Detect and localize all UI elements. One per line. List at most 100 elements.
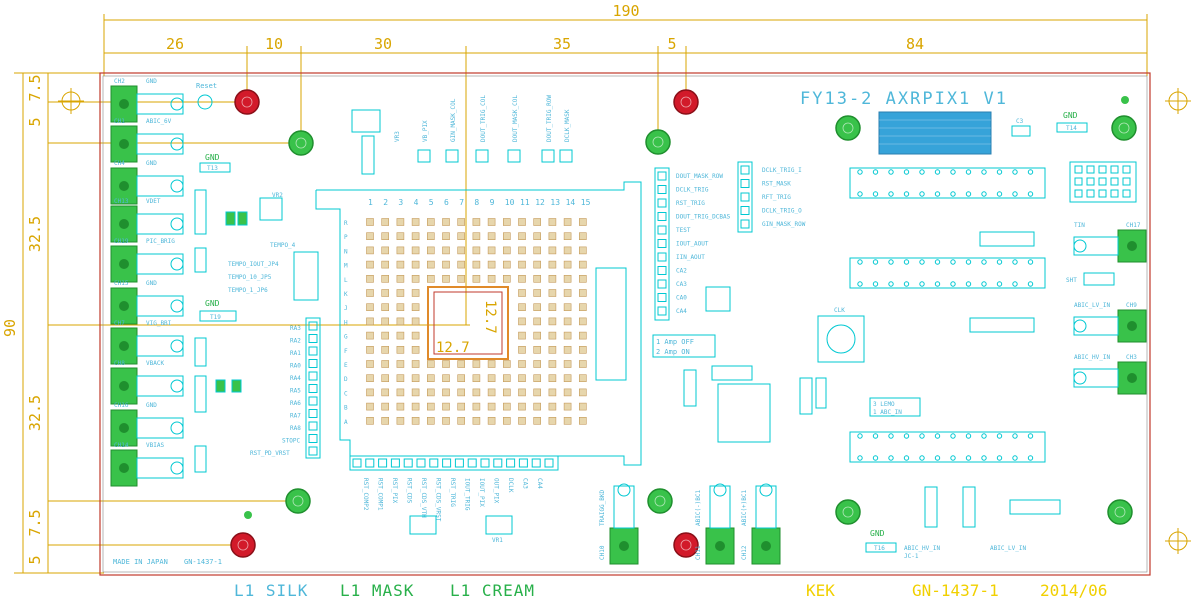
grid-pad (457, 388, 466, 397)
ra-pin (308, 409, 318, 418)
grid-pad (381, 374, 390, 383)
left-connector-ch: CH14 (114, 442, 129, 449)
grid-pad (502, 260, 511, 269)
grid-pad (487, 360, 496, 368)
ra-label: RA5 (290, 388, 301, 395)
grid-row-label: B (344, 405, 348, 412)
fiducial-dot (244, 511, 252, 519)
grid-pad (502, 374, 511, 383)
grid-row-label: J (344, 305, 348, 312)
dip-pin (888, 433, 894, 439)
dip-pin (888, 455, 894, 461)
left-connector-ch: CH19 (114, 238, 129, 245)
bottom-signal-label: OUT_PIX (493, 478, 500, 504)
grid-pad (381, 317, 390, 326)
grid-pad (548, 331, 557, 340)
grid-pad (518, 218, 526, 226)
dip-pin (903, 281, 910, 287)
bottom-connector-signal: ABIC(-)BC1 (695, 489, 702, 526)
grid-pad (548, 218, 557, 226)
dip-socket-bottom (849, 431, 1046, 463)
grid-pad (548, 260, 557, 269)
grid-column-label: 6 (444, 198, 449, 207)
grid-pad (426, 260, 435, 269)
blue-component-block (878, 111, 992, 155)
vr2-trimmer-bottom (409, 515, 437, 535)
grid-pad (411, 416, 420, 425)
grid-pad (411, 274, 420, 283)
dip-pin (1027, 169, 1034, 175)
clk-oscillator-center (826, 324, 856, 354)
grid-pad (457, 232, 466, 240)
left-connector-signal: PIC_BRIG (146, 238, 175, 245)
amp-option-off: 1 Amp OFF (656, 338, 694, 346)
left-connector-body (136, 375, 184, 397)
matrix-pad (1110, 189, 1119, 198)
dim-top-seg-2: 10 (265, 35, 283, 53)
ra-pin (308, 334, 318, 343)
grid-pad (442, 374, 450, 383)
grid-pad (487, 218, 496, 226)
grid-pad (442, 360, 450, 368)
grid-pad (518, 402, 526, 411)
bottom-connector-ch: CH12 (741, 545, 748, 560)
dip-pin (950, 455, 956, 461)
ra-pin (308, 396, 318, 406)
test-point-t14 (1056, 122, 1088, 133)
right-signal-label: DCLK_TRIG_O (762, 208, 802, 215)
dip-pin (872, 169, 879, 175)
dim-top-seg-1: 26 (166, 35, 184, 53)
grid-column-label: 7 (459, 198, 464, 207)
ra-label: RA4 (290, 375, 301, 382)
grid-pad (457, 416, 466, 425)
pin-matrix-pads (1074, 165, 1131, 198)
matrix-pad (1110, 165, 1119, 174)
grid-pad (533, 317, 542, 326)
grid-pad (578, 360, 587, 368)
grid-pad (533, 260, 542, 269)
dip-pin (934, 281, 941, 287)
grid-row-label: H (344, 319, 348, 326)
left-connector-post (170, 379, 184, 393)
ra-label: RA1 (290, 350, 301, 357)
dip-pin (919, 191, 925, 197)
grid-pad (411, 232, 420, 240)
grid-pad (442, 218, 450, 226)
bottom-connector-hole (715, 541, 725, 551)
vr3-pins (361, 135, 375, 175)
left-connector-signal: GND (146, 160, 157, 167)
tempo-label: TEMPO_IOUT_JP4 (228, 261, 279, 268)
grid-pad (563, 374, 572, 383)
dip-pin (981, 281, 987, 287)
dip-pin (903, 259, 910, 265)
dip-pin (1012, 281, 1018, 287)
bottom-header-pins (352, 458, 554, 468)
grid-pad (396, 289, 405, 297)
top-signal-pad (475, 149, 489, 163)
bottom-header-pin (493, 458, 503, 468)
left-connector-signal: VDET (146, 198, 161, 205)
right-signal-label: RFT_TRIG (762, 194, 791, 201)
matrix-pad (1122, 189, 1131, 198)
grid-column-label: 4 (414, 198, 419, 207)
vertical-jumper-b (799, 377, 813, 415)
test-point-t13-label: T13 (207, 165, 218, 172)
left-connector-body (136, 93, 184, 115)
grid-pad (411, 289, 420, 297)
grid-pad (563, 274, 572, 283)
right-signal-pin (740, 206, 750, 215)
grid-pad (533, 303, 542, 312)
grid-pad (396, 345, 405, 354)
mid-signal-label: DOUT_TRIG_DCBAS (676, 214, 731, 221)
left-connector-signal: GND (146, 402, 157, 409)
grid-pad (518, 303, 526, 312)
grid-pad (533, 232, 542, 240)
grid-pad (518, 345, 526, 354)
grid-pad (366, 260, 374, 269)
top-signal-label: VB_PIX (422, 120, 429, 142)
dip-pin (1012, 433, 1018, 439)
grid-column-label: 12 (535, 198, 545, 207)
tempo-jumper-block (293, 251, 319, 301)
